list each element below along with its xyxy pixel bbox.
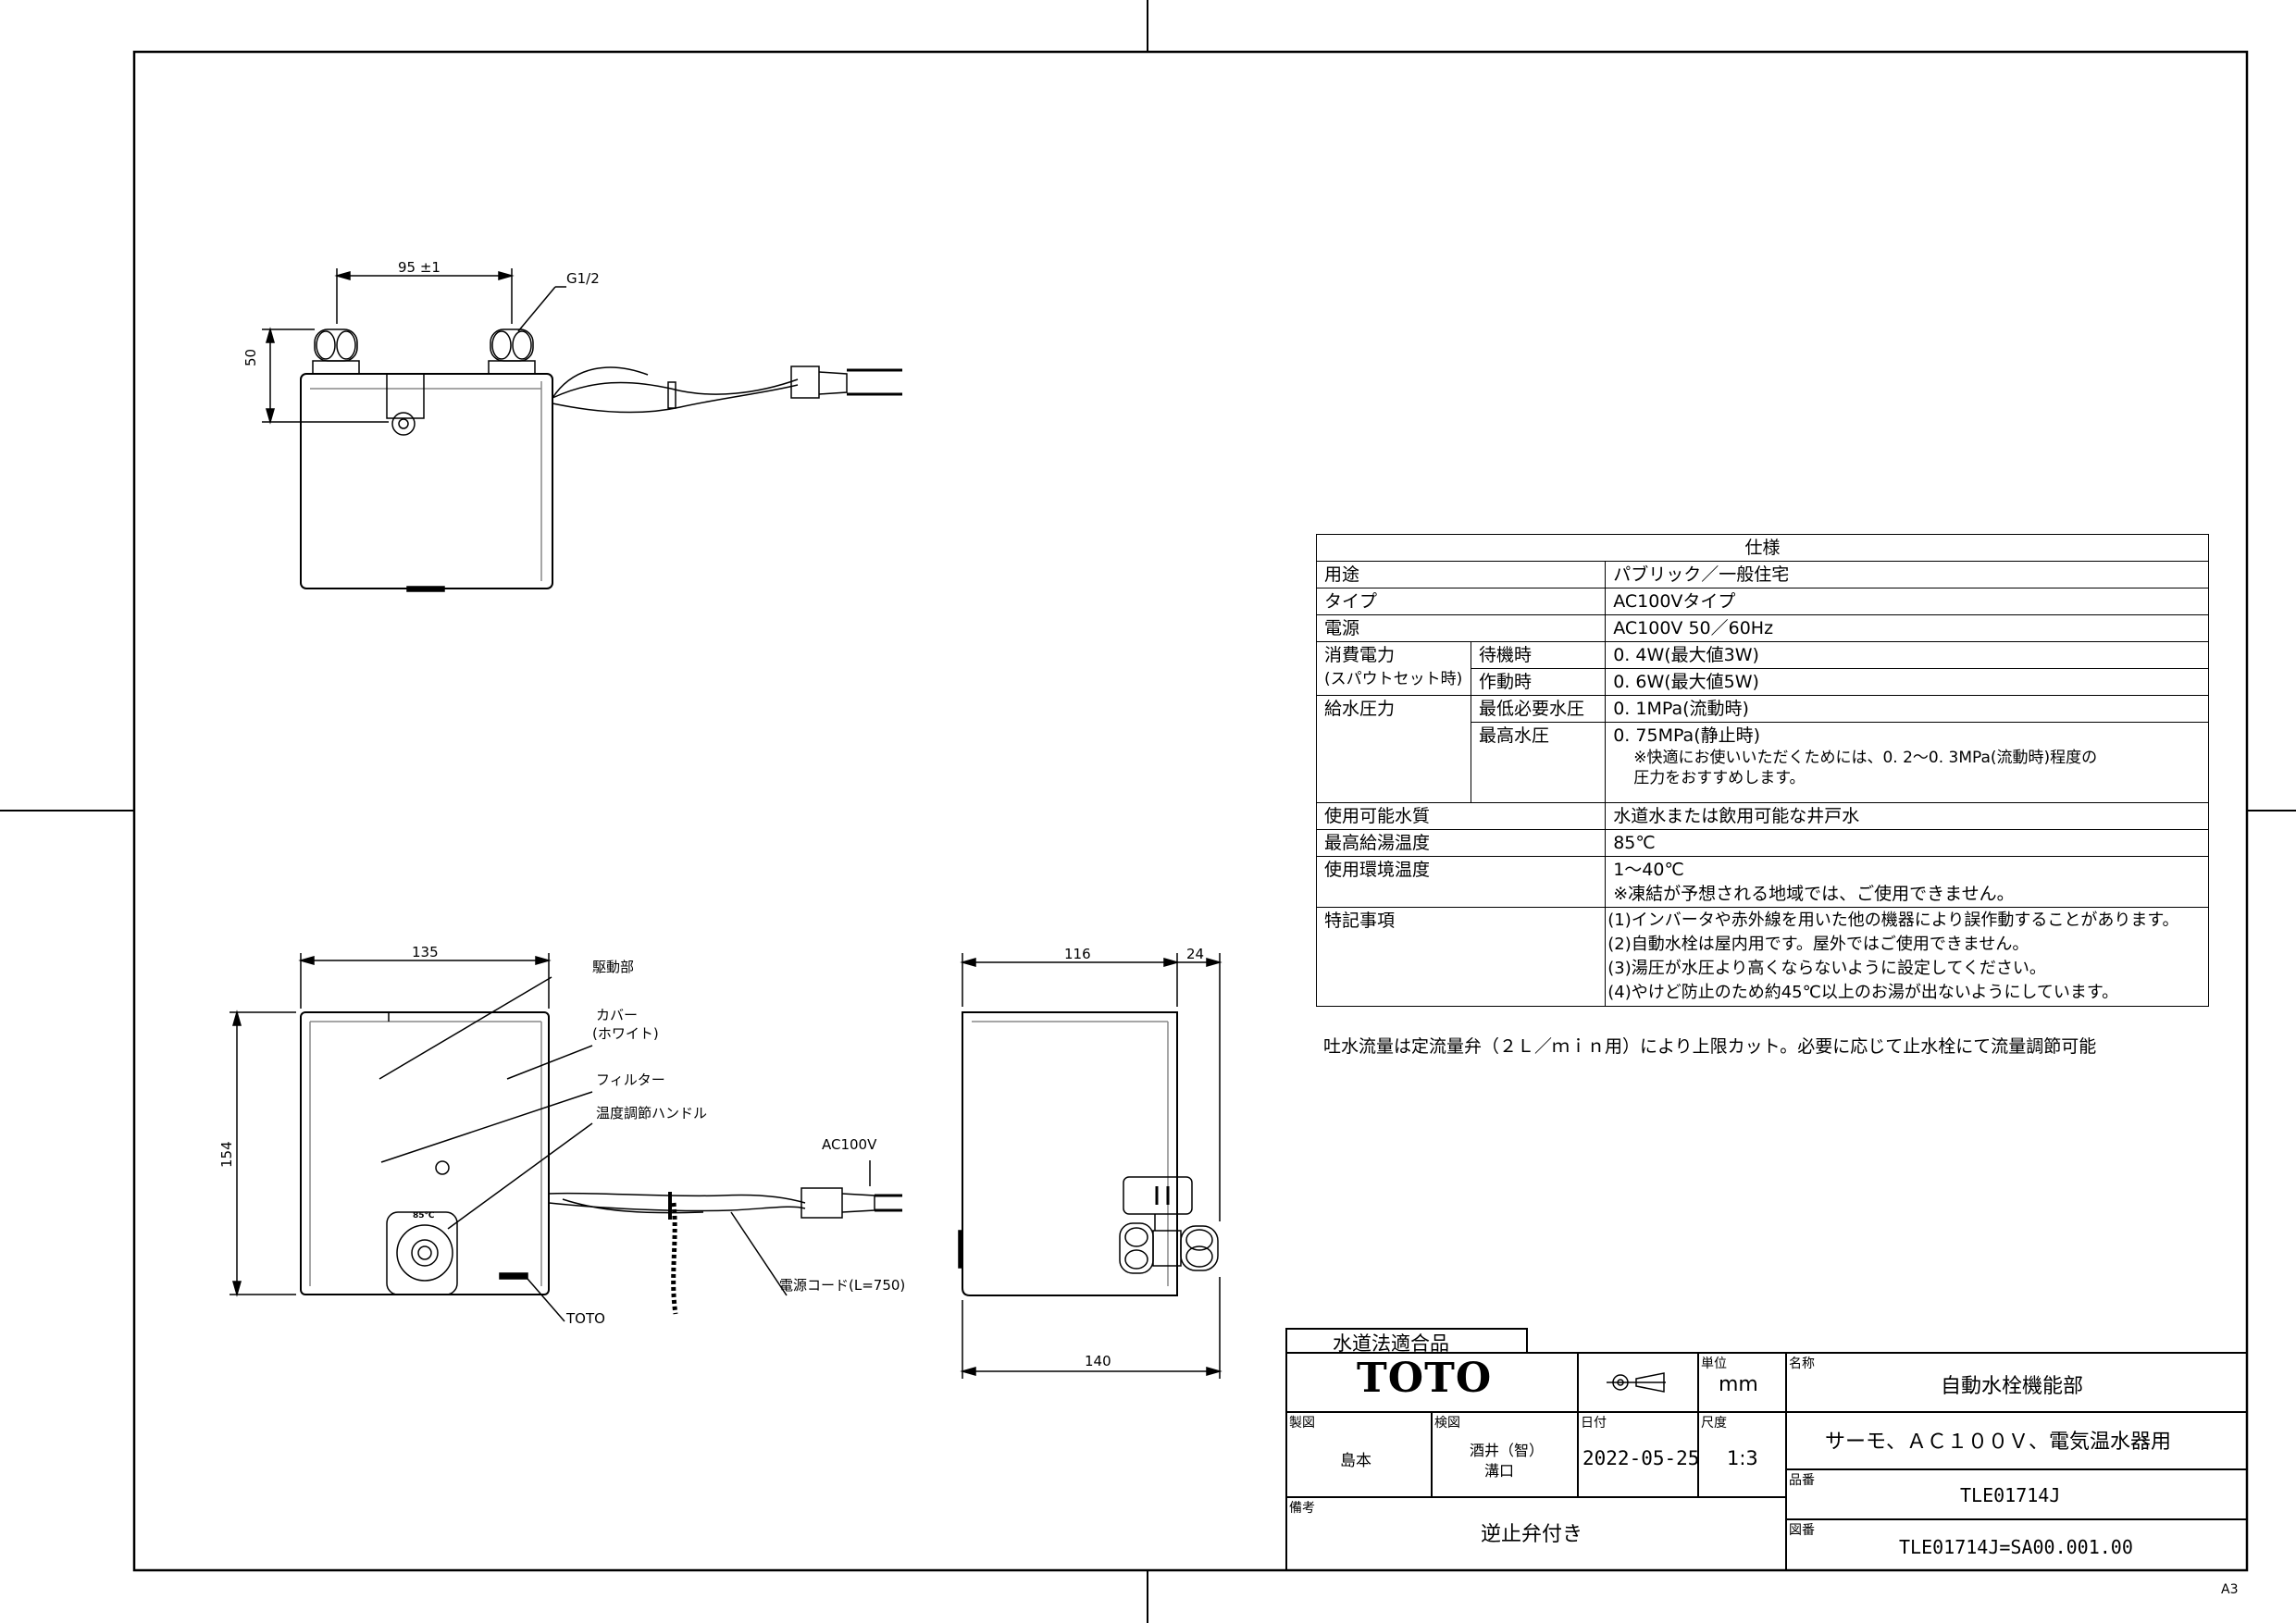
spec-pressure-label: 給水圧力	[1316, 695, 1471, 803]
tb-subtitle: サーモ、ＡＣ１００Ｖ、電気温水器用	[1825, 1431, 2172, 1454]
spec-max-pressure-cell: 0. 75MPa(静止時) ※快適にお使いいただくためには、0. 2～0. 3M…	[1605, 722, 2209, 803]
dim-front-width: 135	[412, 944, 439, 960]
tb-compliance: 水道法適合品	[1333, 1332, 1449, 1355]
tb-checked-label: 検図	[1434, 1416, 1460, 1431]
tb-scale-label: 尺度	[1701, 1416, 1727, 1431]
callout-logo-mark: TOTO	[566, 1310, 605, 1327]
callout-cover-line1: カバー	[596, 1007, 639, 1023]
dim-top-height: 50	[242, 348, 259, 366]
spec-standby-value: 0. 4W(最大値3W)	[1605, 641, 2209, 669]
spec-type-label: タイプ	[1315, 588, 1607, 615]
tb-drawing-label: 図番	[1789, 1523, 1815, 1538]
tb-remarks-label: 備考	[1289, 1501, 1315, 1516]
spec-max-pressure-label: 最高水圧	[1470, 722, 1607, 803]
spec-max-pressure-value: 0. 75MPa(静止時)	[1613, 725, 1761, 746]
spec-remark-4: (4)やけど防止のため約45℃以上のお湯が出ないようにしています。	[1607, 983, 2119, 1002]
spec-remarks-cell: (1)インバータや赤外線を用いた他の機器により誤作動することがあります。 (2)…	[1605, 907, 2209, 1007]
spec-use-label: 用途	[1315, 561, 1607, 588]
tb-checked-value-2: 溝口	[1484, 1462, 1515, 1480]
spec-remark-2: (2)自動水栓は屋内用です。屋外ではご使用できません。	[1607, 935, 2029, 954]
tb-date-value: 2022-05-25	[1582, 1447, 1700, 1469]
spec-table: 仕様 用途 パブリック／一般住宅 タイプ AC100Vタイプ 電源 AC100V…	[1315, 534, 2209, 1007]
spec-env-note: ※凍結が予想される地域では、ご使用できません。	[1613, 884, 2015, 904]
dim-thread: G1/2	[566, 270, 600, 287]
spec-standby-label: 待機時	[1470, 641, 1607, 669]
spec-remark-1: (1)インバータや赤外線を用いた他の機器により誤作動することがあります。	[1607, 911, 2179, 930]
dim-side-extra: 24	[1186, 946, 1205, 962]
spec-pressure-note-2: 圧力をおすすめします。	[1633, 769, 1806, 787]
callout-drive-unit: 駆動部	[592, 959, 635, 975]
callout-filter: フィルター	[596, 1072, 665, 1088]
tb-date-label: 日付	[1581, 1416, 1607, 1431]
spec-water-value: 水道水または飲用可能な井戸水	[1605, 802, 2209, 830]
tb-unit-value: mm	[1719, 1373, 1758, 1396]
callout-temp-handle: 温度調節ハンドル	[596, 1105, 708, 1121]
dim-plug-label: AC100V	[822, 1136, 877, 1153]
tb-name-label: 名称	[1789, 1357, 1815, 1371]
callout-cover-line2: (ホワイト)	[592, 1025, 659, 1042]
spec-min-pressure-label: 最低必要水圧	[1470, 695, 1607, 723]
title-block	[1285, 1328, 2248, 1571]
tb-part-label: 品番	[1789, 1473, 1815, 1488]
front-view: 85℃	[230, 953, 902, 1322]
tb-remarks-value: 逆止弁付き	[1481, 1523, 1583, 1546]
spec-title: 仕様	[1316, 534, 2209, 562]
dim-front-height: 154	[218, 1141, 235, 1168]
spec-remark-3: (3)湯圧が水圧より高くならないように設定してください。	[1607, 959, 2046, 978]
callout-power-cord: 電源コード(L=750)	[779, 1277, 906, 1294]
spec-consumption-label-1: 消費電力	[1324, 645, 1396, 665]
spec-operating-value: 0. 6W(最大値5W)	[1605, 668, 2209, 696]
tb-part-value: TLE01714J	[1960, 1484, 2061, 1506]
tb-drawn-label: 製図	[1289, 1416, 1315, 1431]
spec-consumption-label: 消費電力 (スパウトセット時)	[1316, 641, 1471, 696]
top-view	[262, 268, 902, 592]
spec-env-label: 使用環境温度	[1315, 856, 1607, 908]
tb-unit-label: 単位	[1701, 1357, 1727, 1371]
dim-side-depth: 116	[1064, 946, 1091, 962]
tb-name-value: 自動水栓機能部	[1941, 1375, 2084, 1398]
spec-max-hot-value: 85℃	[1605, 829, 2209, 857]
spec-power-label: 電源	[1315, 614, 1607, 642]
spec-water-label: 使用可能水質	[1315, 802, 1607, 830]
spec-remarks-label: 特記事項	[1315, 907, 1607, 1007]
spec-env-cell: 1～40℃ ※凍結が予想される地域では、ご使用できません。	[1605, 856, 2209, 908]
flow-note: 吐水流量は定流量弁（２Ｌ／ｍｉｎ用）により上限カット。必要に応じて止水栓にて流量…	[1323, 1036, 2097, 1057]
projection-symbol	[1607, 1372, 1666, 1393]
spec-type-value: AC100Vタイプ	[1605, 588, 2209, 615]
spec-use-value: パブリック／一般住宅	[1605, 561, 2209, 588]
tb-brand-logo: TOTO	[1357, 1355, 1493, 1402]
dim-top-pitch: 95 ±1	[398, 259, 441, 276]
spec-power-value: AC100V 50／60Hz	[1605, 614, 2209, 642]
tb-drawing-value: TLE01714J=SA00.001.00	[1899, 1536, 2133, 1558]
spec-consumption-label-2: (スパウトセット時)	[1324, 670, 1463, 688]
knob-temp-mark: 85℃	[413, 1211, 435, 1220]
tb-drawn-value: 島本	[1340, 1452, 1371, 1470]
spec-pressure-note-1: ※快適にお使いいただくためには、0. 2～0. 3MPa(流動時)程度の	[1633, 749, 2098, 767]
dim-side-total: 140	[1085, 1353, 1111, 1369]
side-view	[958, 953, 1222, 1379]
spec-max-hot-label: 最高給湯温度	[1315, 829, 1607, 857]
spec-env-value: 1～40℃	[1613, 860, 1684, 880]
sheet-size-label: A3	[2221, 1582, 2239, 1597]
spec-operating-label: 作動時	[1470, 668, 1607, 696]
tb-checked-value-1: 酒井（智）	[1470, 1442, 1545, 1459]
spec-min-pressure-value: 0. 1MPa(流動時)	[1605, 695, 2209, 723]
tb-scale-value: 1:3	[1727, 1447, 1758, 1469]
